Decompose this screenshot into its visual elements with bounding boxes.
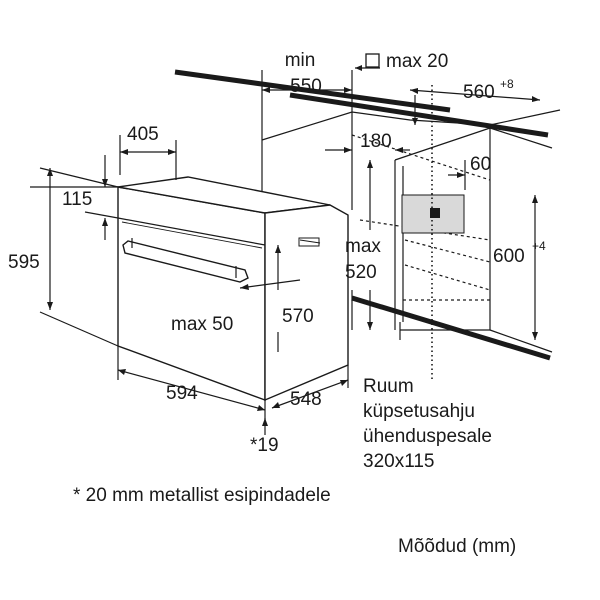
label-595: 595 <box>8 252 40 273</box>
oven-front <box>117 186 266 402</box>
label-405: 405 <box>127 124 159 145</box>
label-max50: max 50 <box>171 314 233 335</box>
niche-back-dash-1 <box>351 134 491 181</box>
label-115: 115 <box>62 189 92 210</box>
socket-icon <box>430 208 440 218</box>
label-min: min <box>285 50 316 71</box>
max20-square-icon <box>365 53 380 68</box>
label-19: *19 <box>250 435 279 456</box>
niche-top-outline <box>261 109 561 141</box>
cabinet-niche <box>174 69 561 380</box>
oven-control-panel-line <box>117 217 266 246</box>
oven-side-vent-box <box>298 237 320 247</box>
dim-max50-line <box>239 279 301 289</box>
oven-side-vent <box>299 239 321 244</box>
niche-side-bottom <box>489 329 553 353</box>
worktop-front-edge <box>289 92 549 138</box>
dim-560-line <box>409 89 541 101</box>
label-550: 550 <box>290 76 322 97</box>
niche-back-dash-3 <box>404 239 491 263</box>
label-600: 600 <box>493 246 525 267</box>
dimension-lines <box>30 65 541 435</box>
label-180: 180 <box>360 131 392 152</box>
label-594: 594 <box>166 383 198 404</box>
label-600-tol: +4 <box>532 239 546 253</box>
label-570: 570 <box>282 306 314 327</box>
label-520: 520 <box>345 262 377 283</box>
oven-side <box>264 204 349 402</box>
niche-back-dash-2 <box>359 219 491 241</box>
footnote: * 20 mm metallist esipindadele <box>73 485 331 506</box>
labels: min 550 max 20 560 +8 405 180 60 115 595… <box>8 50 546 557</box>
label-560: 560 <box>463 82 495 103</box>
label-548: 548 <box>290 389 322 410</box>
units-label: Mõõdud (mm) <box>398 536 516 557</box>
niche-back-dash-4 <box>404 264 491 291</box>
dim-594-line <box>117 369 266 411</box>
dim-548-line <box>271 379 349 409</box>
label-max: max <box>345 236 381 257</box>
dim-115-ext-bottom <box>84 211 119 219</box>
oven-control-panel-inner <box>121 221 263 249</box>
socket-note-line-3: ühenduspesale <box>363 426 492 447</box>
oven-handle <box>122 240 249 283</box>
floor-edge <box>351 295 551 361</box>
dim-595-ext-bottom <box>39 311 119 347</box>
label-max20: max 20 <box>386 51 448 72</box>
label-60: 60 <box>470 154 491 175</box>
socket-note-line-4: 320x115 <box>363 451 435 472</box>
oven <box>117 176 349 402</box>
niche-side-top <box>489 127 553 149</box>
label-560-tol: +8 <box>500 77 514 91</box>
socket-note-line-2: küpsetusahju <box>363 401 475 422</box>
socket-note-line-1: Ruum <box>363 376 414 397</box>
dim-595-ext-top <box>39 167 119 188</box>
worktop-back-edge <box>174 69 451 113</box>
niche-right-panel <box>394 127 491 331</box>
